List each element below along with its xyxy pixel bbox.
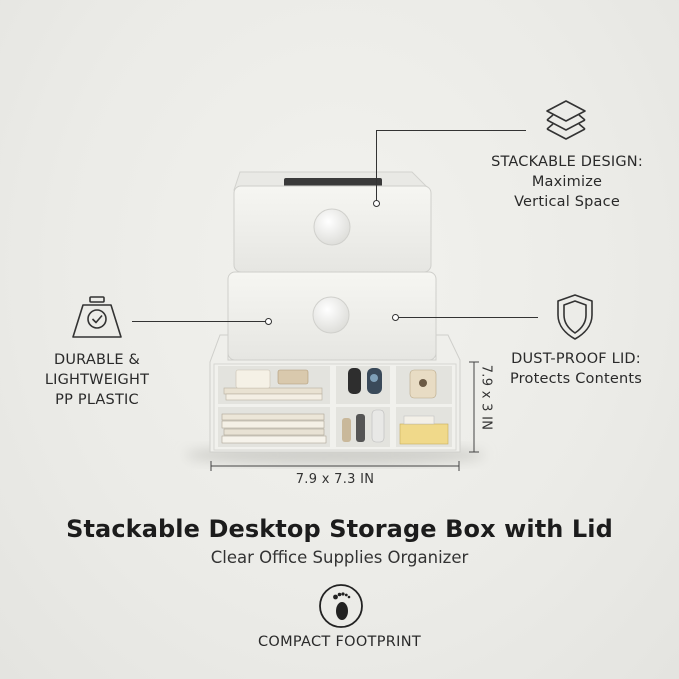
base-organizer bbox=[209, 334, 461, 453]
dustproof-callout-line bbox=[398, 317, 538, 318]
product-title: Stackable Desktop Storage Box with Lid bbox=[66, 515, 613, 543]
dustproof-feature-line1: DUST-PROOF LID: bbox=[511, 351, 641, 367]
product-subtitle: Clear Office Supplies Organizer bbox=[210, 548, 469, 567]
dustproof-callout-dot bbox=[392, 314, 399, 321]
middle-drawer bbox=[227, 271, 437, 361]
durable-callout-line bbox=[132, 321, 268, 322]
dustproof-feature-text: DUST-PROOF LID: Protects Contents bbox=[496, 349, 656, 389]
stackable-feature-line2: Maximize bbox=[531, 174, 603, 190]
width-dimension-label: 7.9 x 7.3 IN bbox=[295, 472, 375, 487]
stackable-callout-line-v bbox=[376, 130, 377, 202]
durable-feature-text: DURABLE & LIGHTWEIGHT PP PLASTIC bbox=[20, 350, 174, 410]
footprint-icon bbox=[319, 584, 363, 628]
durable-feature-line1: DURABLE & bbox=[53, 352, 141, 368]
height-dimension-line bbox=[469, 361, 479, 453]
dustproof-feature-line2: Protects Contents bbox=[509, 371, 643, 387]
top-drawer bbox=[233, 171, 432, 273]
stackable-feature-line3: Vertical Space bbox=[514, 194, 620, 210]
stackable-callout-line-h bbox=[376, 130, 526, 131]
stackable-callout-dot bbox=[373, 200, 380, 207]
durable-callout-dot bbox=[265, 318, 272, 325]
stackable-feature-line1: STACKABLE DESIGN: bbox=[491, 154, 643, 170]
height-dimension-label: 7.9 x 3 IN bbox=[478, 364, 494, 431]
width-dimension-line bbox=[210, 461, 460, 471]
weight-check-icon bbox=[72, 296, 122, 338]
durable-feature-line2: LIGHTWEIGHT bbox=[44, 372, 150, 388]
shield-icon bbox=[557, 294, 593, 340]
compact-footprint-label: COMPACT FOOTPRINT bbox=[257, 634, 422, 650]
durable-feature-line3: PP PLASTIC bbox=[55, 392, 139, 408]
stack-layers-icon bbox=[546, 100, 586, 140]
stackable-feature-text: STACKABLE DESIGN: Maximize Vertical Spac… bbox=[482, 152, 652, 212]
